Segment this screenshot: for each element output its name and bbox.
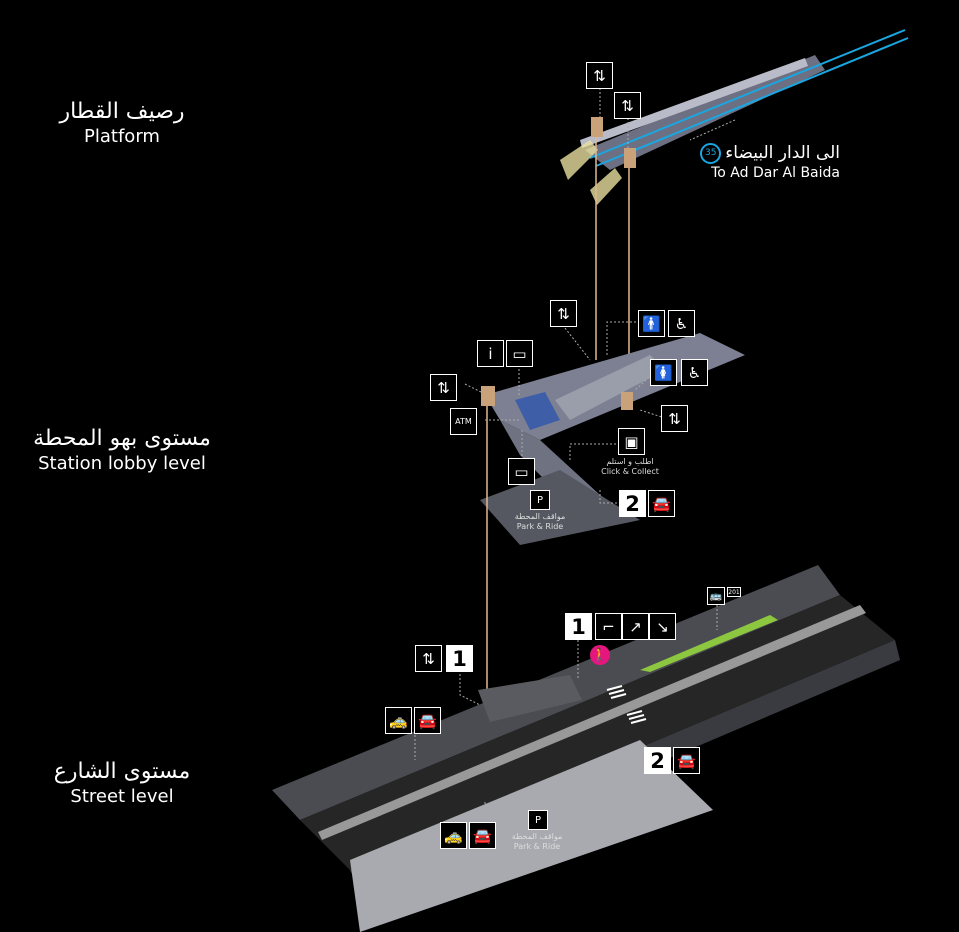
platform-screen-doors — [580, 58, 808, 148]
street-road — [300, 595, 895, 870]
level-ar: مستوى بهو المحطة — [33, 426, 211, 451]
stairs-icon: ⌐ — [595, 613, 622, 640]
level-ar: رصيف القطار — [59, 99, 185, 124]
caption-ar: مواقف المحطة — [514, 512, 566, 521]
street-park-ride — [350, 740, 713, 932]
exit-number: 1 — [565, 613, 592, 640]
lift-icon: ⇅ — [415, 645, 442, 672]
lobby-gates — [515, 392, 560, 430]
kiss-ride-icon: 🚘 — [414, 707, 441, 734]
lift-shaft — [621, 392, 633, 410]
park-ride-label: مواقف المحطة Park & Ride — [497, 832, 577, 853]
taxi-icon: 🚕 — [440, 822, 467, 849]
caption-en: Park & Ride — [516, 522, 564, 532]
level-ar: مستوى الشارع — [53, 759, 191, 784]
platform-slab — [585, 55, 825, 170]
level-label-lobby: مستوى بهو المحطة Station lobby level — [0, 425, 244, 475]
pedestrian-pin-icon: 🚶 — [590, 645, 610, 665]
street-median — [318, 605, 866, 840]
track-2 — [595, 37, 909, 167]
lift-icon: ⇅ — [550, 300, 577, 327]
level-label-street: مستوى الشارع Street level — [0, 758, 244, 808]
platform-escalator — [560, 140, 598, 180]
lift-shaft — [591, 117, 603, 137]
lift-shaft — [624, 148, 636, 168]
level-en: Platform — [84, 125, 160, 147]
lobby-block — [555, 355, 665, 420]
lift-icon: ⇅ — [661, 405, 688, 432]
click-collect-icon: ▣ — [618, 428, 645, 455]
park-ride-label: مواقف المحطة Park & Ride — [500, 512, 580, 533]
parking-icon: P — [530, 490, 550, 510]
exit-number: 1 — [446, 645, 473, 672]
lift-icon: ⇅ — [614, 92, 641, 119]
escalator-down-icon: ↘ — [649, 613, 676, 640]
lobby-parking-plaza — [480, 470, 640, 545]
parking-car-icon: 🚘 — [673, 747, 700, 774]
destination-en: To Ad Dar Al Baida — [711, 165, 840, 182]
level-en: Station lobby level — [38, 452, 206, 474]
wheelchair-icon: ♿ — [668, 310, 695, 337]
wheelchair-icon: ♿ — [681, 359, 708, 386]
lift-shaft — [481, 386, 495, 406]
bus-icon: 🚌 — [707, 587, 725, 605]
track-1 — [589, 29, 906, 159]
lift-icon: ⇅ — [586, 62, 613, 89]
level-label-platform: رصيف القطار Platform — [0, 98, 244, 148]
platform-escalator — [590, 168, 622, 205]
woman-toilet-icon: 🚺 — [650, 359, 677, 386]
parking-car-icon: 🚘 — [648, 490, 675, 517]
kiss-ride-icon: 🚘 — [469, 822, 496, 849]
destination-ar: الى الدار البيضاء — [725, 143, 840, 163]
street-entrance-structure — [478, 675, 582, 722]
bus-lane-green — [640, 615, 778, 672]
exit-number: 2 — [644, 747, 671, 774]
caption-ar: مواقف المحطة — [511, 832, 563, 841]
atm-icon: ATM — [450, 408, 477, 435]
level-en: Street level — [70, 785, 174, 807]
lift-icon: ⇅ — [430, 374, 457, 401]
caption-en: Click & Collect — [601, 467, 659, 477]
caption-ar: اطلب و استلم — [606, 457, 654, 466]
click-collect-label: اطلب و استلم Click & Collect — [590, 457, 670, 478]
leader — [689, 119, 736, 141]
ticket-machine-icon: ▭ — [506, 340, 533, 367]
info-icon: i — [477, 340, 504, 367]
crosswalk — [606, 685, 647, 724]
ticket-machine-icon: ▭ — [508, 458, 535, 485]
caption-en: Park & Ride — [513, 842, 561, 852]
line-badge: 35 — [700, 142, 722, 164]
taxi-icon: 🚕 — [385, 707, 412, 734]
parking-icon: P — [528, 810, 548, 830]
man-toilet-icon: 🚹 — [638, 310, 665, 337]
escalator-up-icon: ↗ — [622, 613, 649, 640]
bus-number: 201 — [727, 587, 741, 597]
exit-number: 2 — [619, 490, 646, 517]
